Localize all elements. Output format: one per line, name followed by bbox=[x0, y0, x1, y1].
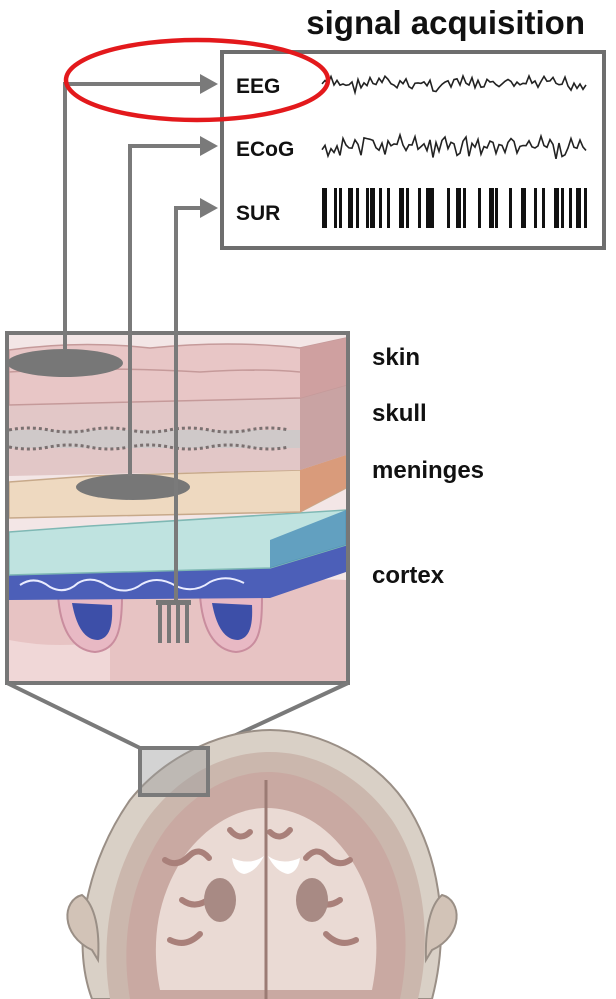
sur-spike bbox=[399, 188, 404, 228]
eeg-arrow-icon bbox=[200, 74, 218, 94]
sur-spike bbox=[370, 188, 375, 228]
sur-spike bbox=[456, 188, 461, 228]
sur-spike bbox=[447, 188, 450, 228]
arrowheads bbox=[200, 74, 218, 218]
sur-spike bbox=[322, 188, 327, 228]
sur-spike bbox=[489, 188, 494, 228]
sur-spike bbox=[569, 188, 572, 228]
signal-box: EEG ECoG SUR bbox=[222, 52, 604, 248]
ecog-electrode bbox=[76, 474, 190, 500]
sur-spike bbox=[495, 188, 498, 228]
sur-spike bbox=[431, 188, 434, 228]
eeg-connector bbox=[65, 84, 205, 350]
brain-coronal-section bbox=[67, 730, 456, 999]
sur-spike bbox=[509, 188, 512, 228]
layer-label-cortex: cortex bbox=[372, 562, 445, 589]
sur-spike bbox=[561, 188, 564, 228]
sur-spike bbox=[339, 188, 342, 228]
sur-spike bbox=[418, 188, 421, 228]
sur-spike bbox=[534, 188, 537, 228]
sur-spike bbox=[406, 188, 409, 228]
sur-spike bbox=[521, 188, 526, 228]
diagram-title: signal acquisition bbox=[306, 4, 585, 41]
sur-label: SUR bbox=[236, 202, 280, 225]
sur-spike bbox=[584, 188, 587, 228]
sur-spike bbox=[463, 188, 466, 228]
eeg-label: EEG bbox=[236, 75, 280, 98]
zoom-region-box bbox=[140, 748, 208, 795]
layer-label-skin: skin bbox=[372, 344, 420, 371]
sur-spike bbox=[426, 188, 431, 228]
ecog-label: ECoG bbox=[236, 138, 294, 161]
sur-spike bbox=[542, 188, 545, 228]
sur-spike bbox=[379, 188, 382, 228]
sur-spike bbox=[554, 188, 559, 228]
sur-spike bbox=[348, 188, 353, 228]
layer-label-skull: skull bbox=[372, 400, 427, 427]
layer-label-meninges: meninges bbox=[372, 457, 484, 484]
ecog-arrow-icon bbox=[200, 136, 218, 156]
eeg-electrode bbox=[7, 349, 123, 377]
sur-spike bbox=[387, 188, 390, 228]
nucleus-left bbox=[204, 878, 236, 922]
nucleus-right bbox=[296, 878, 328, 922]
sur-spike bbox=[478, 188, 481, 228]
sur-spike bbox=[334, 188, 337, 228]
sur-spike bbox=[576, 188, 581, 228]
sur-arrow-icon bbox=[200, 198, 218, 218]
sur-spike bbox=[366, 188, 369, 228]
sur-spike bbox=[356, 188, 359, 228]
